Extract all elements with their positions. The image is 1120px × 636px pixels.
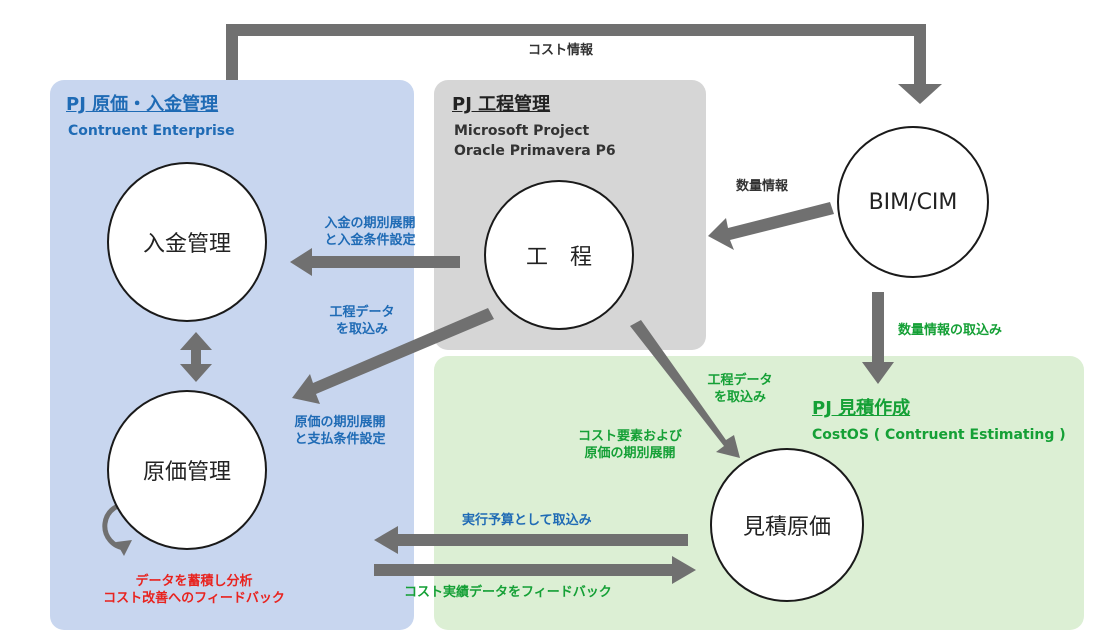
- process-data-to-estimate-arrow: [630, 320, 740, 458]
- payment-management-label: 入金管理: [142, 232, 231, 257]
- estimate-cost-node: 見積原価: [710, 448, 864, 602]
- cost-panel-title: PJ 原価・入金管理: [66, 94, 219, 115]
- bim-cim-label: BIM/CIM: [868, 189, 958, 215]
- cost-element-line-2: 原価の期別展開: [584, 446, 676, 461]
- process-data-to-estimate-line-1: 工程データ: [707, 373, 773, 388]
- process-node: 工 程: [484, 180, 634, 330]
- bim-cim-node: BIM/CIM: [837, 126, 989, 278]
- cost-element-label: コスト要素および 原価の期別展開: [560, 428, 700, 462]
- schedule-panel-subtitle-1: Microsoft Project: [454, 123, 590, 139]
- process-label: 工 程: [525, 245, 592, 270]
- cost-info-arrow: [226, 24, 942, 104]
- quantity-info-arrow: [708, 202, 834, 250]
- actual-feedback-label: コスト実績データをフィードバック: [404, 585, 612, 600]
- cost-expand-line-2: と支払条件設定: [294, 432, 386, 447]
- cost-info-label: コスト情報: [528, 43, 594, 58]
- process-data-to-cost-line-2: を取込み: [335, 322, 388, 337]
- analysis-cycle-arrowhead: [116, 540, 132, 556]
- estimate-panel-subtitle: CostOS ( Contruent Estimating ): [812, 427, 1066, 443]
- payment-expand-line-2: と入金条件設定: [324, 233, 416, 248]
- process-data-to-estimate-line-2: を取込み: [713, 390, 766, 405]
- quantity-info-label: 数量情報: [736, 179, 789, 194]
- process-data-to-cost-label: 工程データ を取込み: [322, 304, 402, 338]
- analysis-line-1: データを蓄積し分析: [135, 574, 253, 589]
- process-data-to-cost-line-1: 工程データ: [329, 305, 395, 320]
- analysis-line-2: コスト改善へのフィードバック: [103, 591, 285, 606]
- actual-feedback-arrow: [374, 556, 696, 584]
- payment-setting-arrow: [290, 248, 460, 276]
- process-data-to-estimate-label: 工程データ を取込み: [700, 372, 780, 406]
- payment-expand-label: 入金の期別展開 と入金条件設定: [308, 215, 432, 249]
- estimate-panel-title: PJ 見積作成: [812, 398, 911, 419]
- cost-management-label: 原価管理: [142, 460, 231, 485]
- payment-management-node: 入金管理: [107, 162, 267, 322]
- cost-element-line-1: コスト要素および: [577, 429, 682, 444]
- budget-import-label: 実行予算として取込み: [462, 513, 592, 528]
- cost-panel-subtitle: Contruent Enterprise: [68, 123, 235, 139]
- payment-expand-line-1: 入金の期別展開: [324, 216, 416, 231]
- budget-import-arrow: [374, 526, 688, 554]
- process-data-to-cost-arrow: [292, 308, 494, 404]
- schedule-panel-title: PJ 工程管理: [452, 94, 551, 115]
- quantity-import-arrow: [862, 292, 894, 384]
- payment-cost-double-arrow: [180, 332, 212, 382]
- estimate-cost-label: 見積原価: [742, 515, 831, 540]
- cost-expand-label: 原価の期別展開 と支払条件設定: [278, 414, 402, 448]
- schedule-panel-subtitle-2: Oracle Primavera P6: [454, 143, 616, 159]
- cost-management-node: 原価管理: [107, 390, 267, 550]
- analysis-label: データを蓄積し分析 コスト改善へのフィードバック: [78, 573, 310, 607]
- cost-expand-line-1: 原価の期別展開: [294, 415, 386, 430]
- quantity-import-label: 数量情報の取込み: [898, 323, 1003, 338]
